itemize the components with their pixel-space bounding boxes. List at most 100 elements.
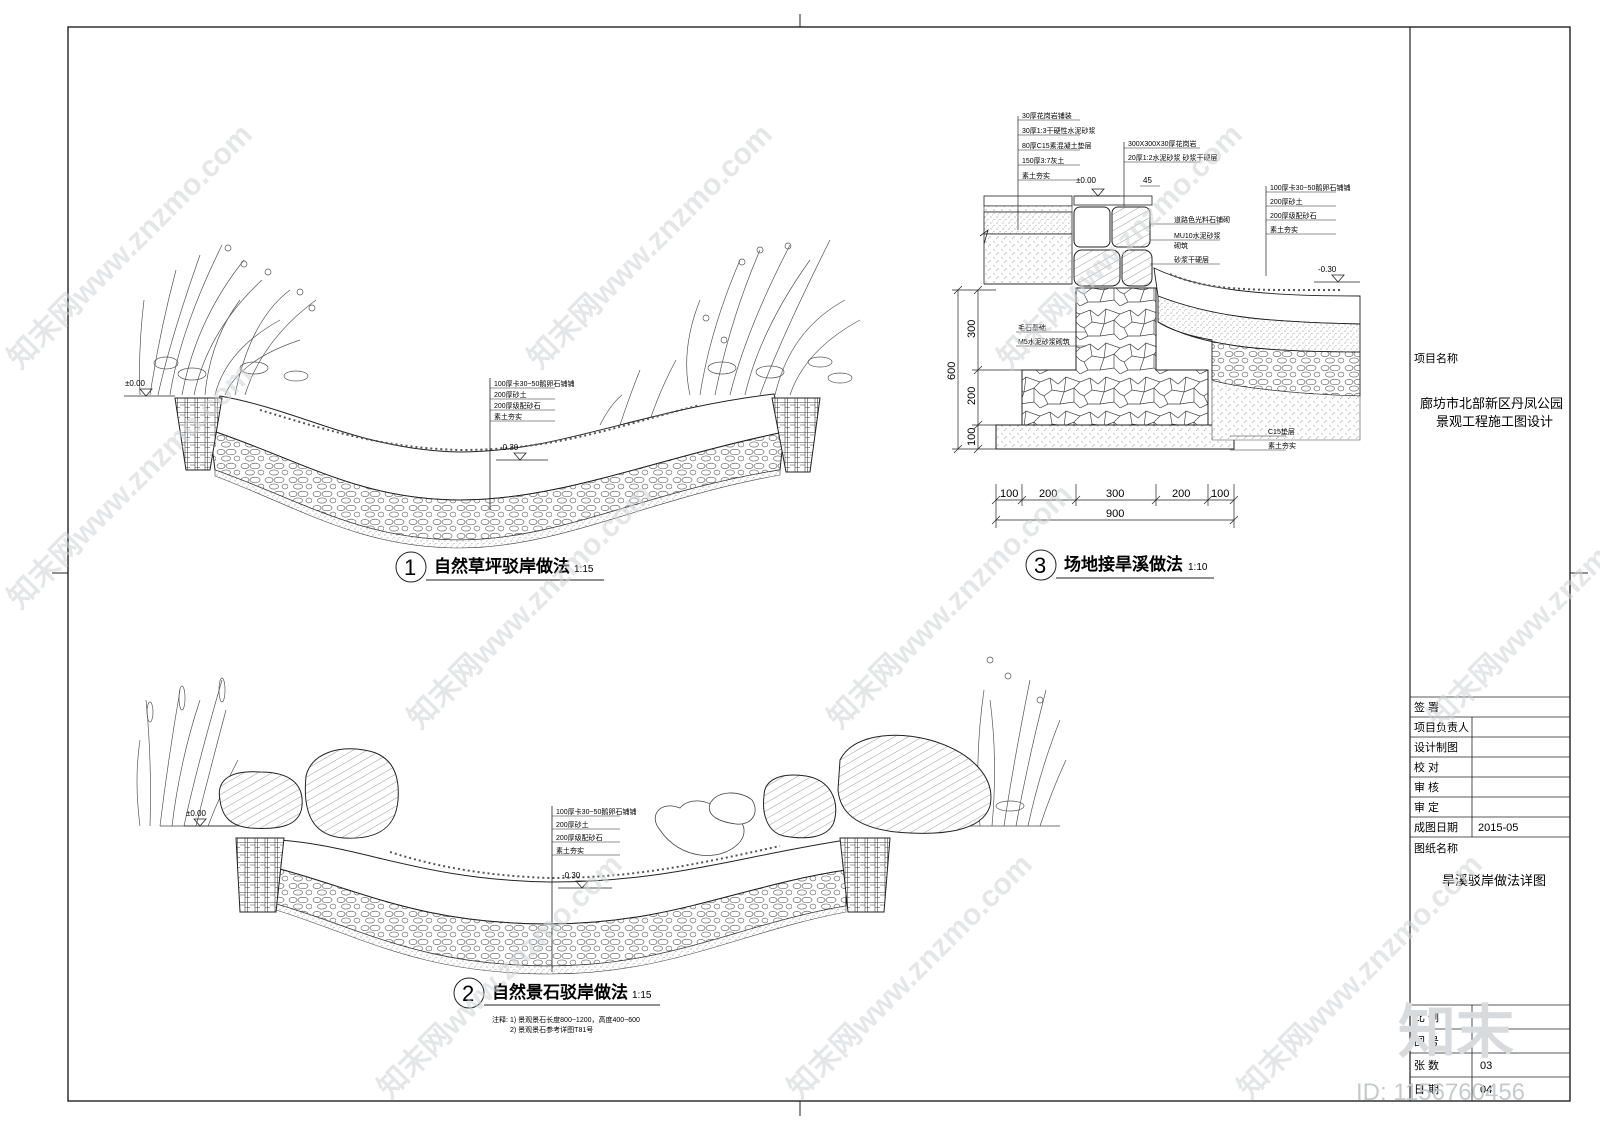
top-dim-3: 45: [1143, 176, 1152, 185]
layer-1-2: 200厚级配砂石: [494, 401, 541, 410]
hdim-1: 200: [1039, 488, 1057, 500]
stream-beads: [1169, 273, 1341, 292]
stone-block-2: [1111, 206, 1151, 248]
vdim-300: 300: [966, 320, 978, 338]
section-3-title: 3 场地接旱溪做法 1:10: [1025, 549, 1214, 581]
section-2-heading: 自然景石驳岸做法: [492, 982, 628, 1002]
tb-row-0-label: 签 署: [1414, 700, 1439, 714]
section-1-natural-lawn-revetment: ±0.00 -0.30 100厚卡30~50鹅卵石铺铺 200厚砂土 200厚级…: [124, 239, 861, 583]
wall-notes: 毛石基础 M5水泥砂浆砌筑: [1016, 323, 1086, 347]
notes-label: 注释:: [492, 1015, 508, 1024]
drawing-border: [67, 26, 1571, 1102]
section-3-number: 3: [1034, 553, 1046, 578]
curb-layer-1: 20厚1:2水泥砂浆 砂浆干硬层: [1128, 153, 1217, 162]
wall-label-1: M5水泥砂浆砌筑: [1018, 337, 1070, 346]
mid-label-3: 砂浆干硬层: [1174, 255, 1209, 264]
section-1-heading: 自然草坪驳岸做法: [434, 556, 570, 576]
curb-left-2: [235, 837, 285, 913]
tb-row-2-label: 设计制图: [1414, 741, 1458, 754]
watermark-9: 知末网www.znzmo.com: [1232, 848, 1489, 1105]
paving-layer-2: 80厚C15素混凝土垫层: [1022, 141, 1092, 150]
c15-base: [995, 424, 1235, 450]
paving-notes: 30厚花岗岩铺装 30厚1:3干硬性水泥砂浆 80厚C15素混凝土垫层 150厚…: [1017, 111, 1096, 230]
tb-bottom-2-label: 张 数: [1414, 1059, 1439, 1072]
level-bottom-2: -0.30: [562, 871, 581, 880]
paving-surface: [983, 195, 1073, 207]
section-1-number: 1: [404, 555, 416, 580]
boulder-mid-outline-2: [708, 792, 756, 825]
vdim-200: 200: [966, 387, 978, 405]
note-2: 2) 景观景石参考详图T81号: [510, 1025, 593, 1034]
tb-bottom-2-value: 03: [1480, 1060, 1492, 1072]
layer-1-0: 100厚卡30~50鹅卵石铺铺: [494, 379, 574, 388]
tb-bottom-1-label: 图 号: [1414, 1035, 1439, 1048]
concrete-base: [983, 211, 1073, 235]
drawing-label: 图纸名称: [1414, 841, 1458, 855]
tb-bottom-3-label: 日 期: [1414, 1083, 1439, 1096]
section-2-natural-rock-revetment: ±0.00 -0.30 100厚卡30~50鹅卵石铺铺 200厚砂土 200厚级…: [136, 656, 1067, 1034]
boulder-left-large: [304, 748, 399, 839]
tb-bottom-0-label: 比 例: [1414, 1010, 1439, 1024]
stream-notes-3: 100厚卡30~50鹅卵石铺铺 200厚砂土 200厚级配砂石 素土夯实: [1265, 183, 1350, 276]
hdim-3: 200: [1172, 488, 1190, 500]
level-mark-bottom-2: -0.30: [558, 871, 612, 889]
hdim-4: 100: [1211, 488, 1229, 500]
project-name-line2: 景观工程施工图设计: [1436, 414, 1553, 429]
soil-layer-1: [214, 469, 781, 549]
layer-2-1: 200厚砂土: [556, 820, 589, 829]
stream-layer-2: 200厚级配砂石: [1270, 211, 1317, 220]
tb-row-5-label: 审 定: [1414, 800, 1439, 814]
stream-layer-0: 100厚卡30~50鹅卵石铺铺: [1270, 183, 1350, 192]
tb-row-1-label: 项目负责人: [1414, 720, 1469, 734]
section-3-plaza-to-dry-stream: ±0.00 45 -0.30 30厚花岗岩铺装 30厚1:3干硬性水泥砂浆 80…: [946, 111, 1361, 581]
section-2-title: 2 自然景石驳岸做法 1:15: [453, 977, 660, 1009]
level-mark-bottom-3: -0.30: [1314, 265, 1360, 283]
section-2-notes: 注释: 1) 景观景石长度800~1200，高度400~600 2) 景观景石参…: [492, 1015, 640, 1034]
watermark-1: 知末网www.znzmo.com: [2, 118, 259, 375]
watermark-10: 知末网www.znzmo.com: [1422, 478, 1600, 735]
boulder-left-small: [218, 771, 303, 829]
stream-soil: [1211, 379, 1361, 441]
section-3-scale: 1:10: [1188, 562, 1208, 573]
watermark-6: 知末网www.znzmo.com: [822, 478, 1079, 735]
stream-layer-1: 200厚砂土: [1270, 197, 1303, 206]
project-label: 项目名称: [1414, 351, 1458, 365]
layer-2-2: 200厚级配砂石: [556, 833, 603, 842]
wall-label-0: 毛石基础: [1018, 323, 1046, 332]
stream-layer-3: 素土夯实: [1270, 225, 1298, 234]
layer-2-0: 100厚卡30~50鹅卵石铺铺: [556, 807, 636, 816]
horizontal-dimensions: [991, 484, 1239, 528]
tb-row-6-value: 2015-05: [1478, 822, 1518, 834]
boulder-right-large: [837, 734, 992, 834]
tb-row-4-label: 审 核: [1414, 780, 1439, 794]
watermark-2: 知末网www.znzmo.com: [2, 358, 259, 615]
hdim-2: 300: [1106, 488, 1124, 500]
mid-label-1: MU10水泥砂浆: [1174, 231, 1221, 240]
vertical-dimensions: [952, 285, 1022, 454]
paving-layer-1: 30厚1:3干硬性水泥砂浆: [1022, 126, 1096, 135]
level-top-2: ±0.00: [186, 809, 207, 818]
title-block: 项目名称 廊坊市北部新区丹凤公园 景观工程施工图设计 签 署 项目负责人 设计制…: [1409, 27, 1570, 1101]
level-mark-top-3: ±0.00 45: [1074, 176, 1160, 197]
paving-layer-0: 30厚花岗岩铺装: [1022, 111, 1072, 120]
tb-row-6-label: 成图日期: [1414, 821, 1458, 834]
level-mark-bottom-1: -0.30: [496, 443, 548, 461]
mid-label-0: 道路色光料石铺砌: [1174, 215, 1230, 224]
mid-label-2: 砌筑: [1174, 241, 1188, 250]
boulder-right-medium: [763, 774, 837, 839]
layer-notes-2: 100厚卡30~50鹅卵石铺铺 200厚砂土 200厚级配砂石 素土夯实: [552, 807, 636, 856]
curb-right-2: [839, 837, 891, 913]
grass-right-1: [599, 239, 861, 426]
stone-block-3: [1073, 249, 1121, 287]
watermark-3: 知末网www.znzmo.com: [522, 118, 779, 375]
paving-layer-4: 素土夯实: [1022, 171, 1050, 180]
curb-layer-0: 300X300X30厚花岗岩: [1128, 139, 1196, 148]
base-label-1: 素土夯实: [1268, 441, 1296, 450]
vdim-100: 100: [966, 428, 978, 446]
section-1-title: 1 自然草坪驳岸做法 1:15: [395, 551, 604, 583]
watermark-id: ID: 1156760456: [1356, 1079, 1525, 1106]
mortar-bed: [983, 205, 1073, 213]
note-1: 1) 景观景石长度800~1200，高度400~600: [510, 1015, 640, 1024]
section-1-scale: 1:15: [574, 564, 594, 575]
